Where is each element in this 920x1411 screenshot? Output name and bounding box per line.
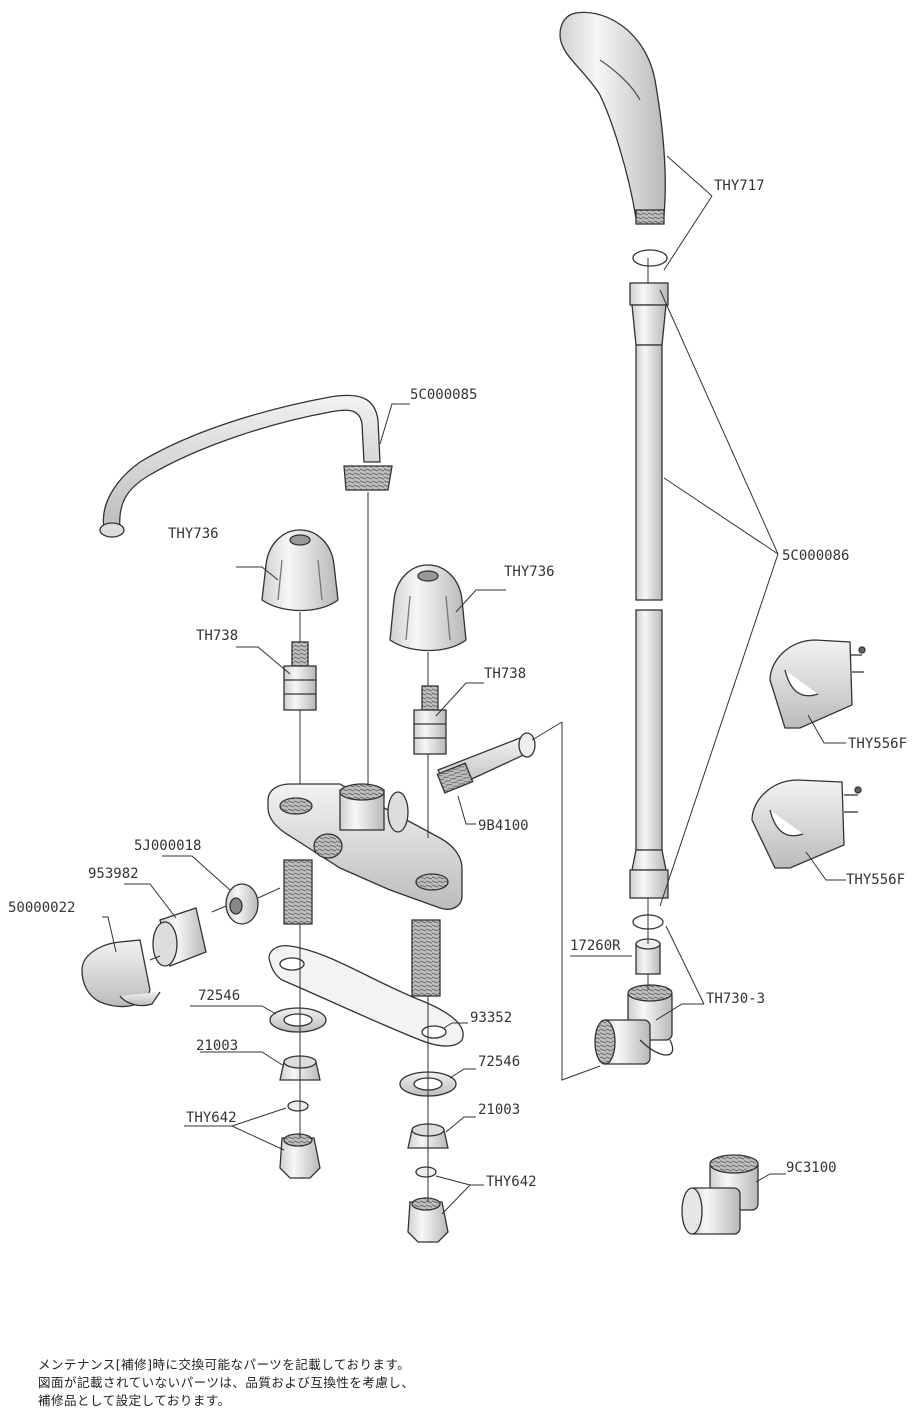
cartridge-left [283, 641, 317, 711]
label-72546-left: 72546 [198, 988, 240, 1004]
elbow-9c3100 [681, 1154, 759, 1235]
note-line-3: 補修品として設定しております。 [38, 1393, 231, 1408]
elbow-th730 [594, 984, 674, 1065]
adapter-17260r [635, 938, 661, 975]
handle-right [389, 564, 467, 652]
label-thy556f-b: THY556F [846, 872, 905, 888]
leader-lines [102, 155, 846, 1215]
shower-hook-lower [751, 779, 862, 869]
label-93352: 93352 [470, 1010, 512, 1026]
label-thy556f-a: THY556F [848, 736, 907, 752]
shower-hook-upper [769, 639, 866, 729]
ring-953982 [152, 907, 207, 967]
label-thy736-right: THY736 [504, 564, 555, 580]
spout [99, 394, 393, 538]
label-953982: 953982 [88, 866, 139, 882]
note-line-2: 図面が記載されていないパーツは、品質および互換性を考慮し、 [38, 1375, 415, 1390]
washer-72546-left [269, 1007, 327, 1033]
fitting-thy642-left [279, 1100, 321, 1179]
label-thy736-left: THY736 [168, 526, 219, 542]
label-9b4100: 9B4100 [478, 818, 529, 834]
label-5j000018: 5J000018 [134, 838, 201, 854]
faucet-body [267, 783, 463, 997]
label-thy642-right: THY642 [486, 1174, 537, 1190]
label-th738-right: TH738 [484, 666, 526, 682]
shower-oring [632, 249, 668, 267]
label-5c000086: 5C000086 [782, 548, 849, 564]
label-21003-right: 21003 [478, 1102, 520, 1118]
shower-hose [629, 282, 669, 899]
handle-left [261, 529, 339, 612]
label-17260r: 17260R [570, 938, 621, 954]
label-5c000085: 5C000085 [410, 387, 477, 403]
label-th738-left: TH738 [196, 628, 238, 644]
label-thy717: THY717 [714, 178, 765, 194]
label-21003-left: 21003 [196, 1038, 238, 1054]
part-labels: THY717 5C000085 5C000086 THY736 THY736 T… [8, 178, 907, 1190]
shower-head [559, 11, 666, 225]
lever-50000022 [81, 939, 161, 1008]
center-lines [149, 258, 649, 1202]
cap-5j000018 [225, 883, 259, 925]
note-line-1: メンテナンス[補修]時に交換可能なパーツを記載しております。 [38, 1357, 411, 1372]
label-thy642-left: THY642 [186, 1110, 237, 1126]
label-50000022: 50000022 [8, 900, 75, 916]
label-9c3100: 9C3100 [786, 1160, 837, 1176]
label-th730-3: TH730-3 [706, 991, 765, 1007]
label-72546-right: 72546 [478, 1054, 520, 1070]
diverter-stem [436, 732, 536, 794]
fitting-thy642-right [407, 1166, 449, 1243]
cartridge-right [413, 685, 447, 755]
